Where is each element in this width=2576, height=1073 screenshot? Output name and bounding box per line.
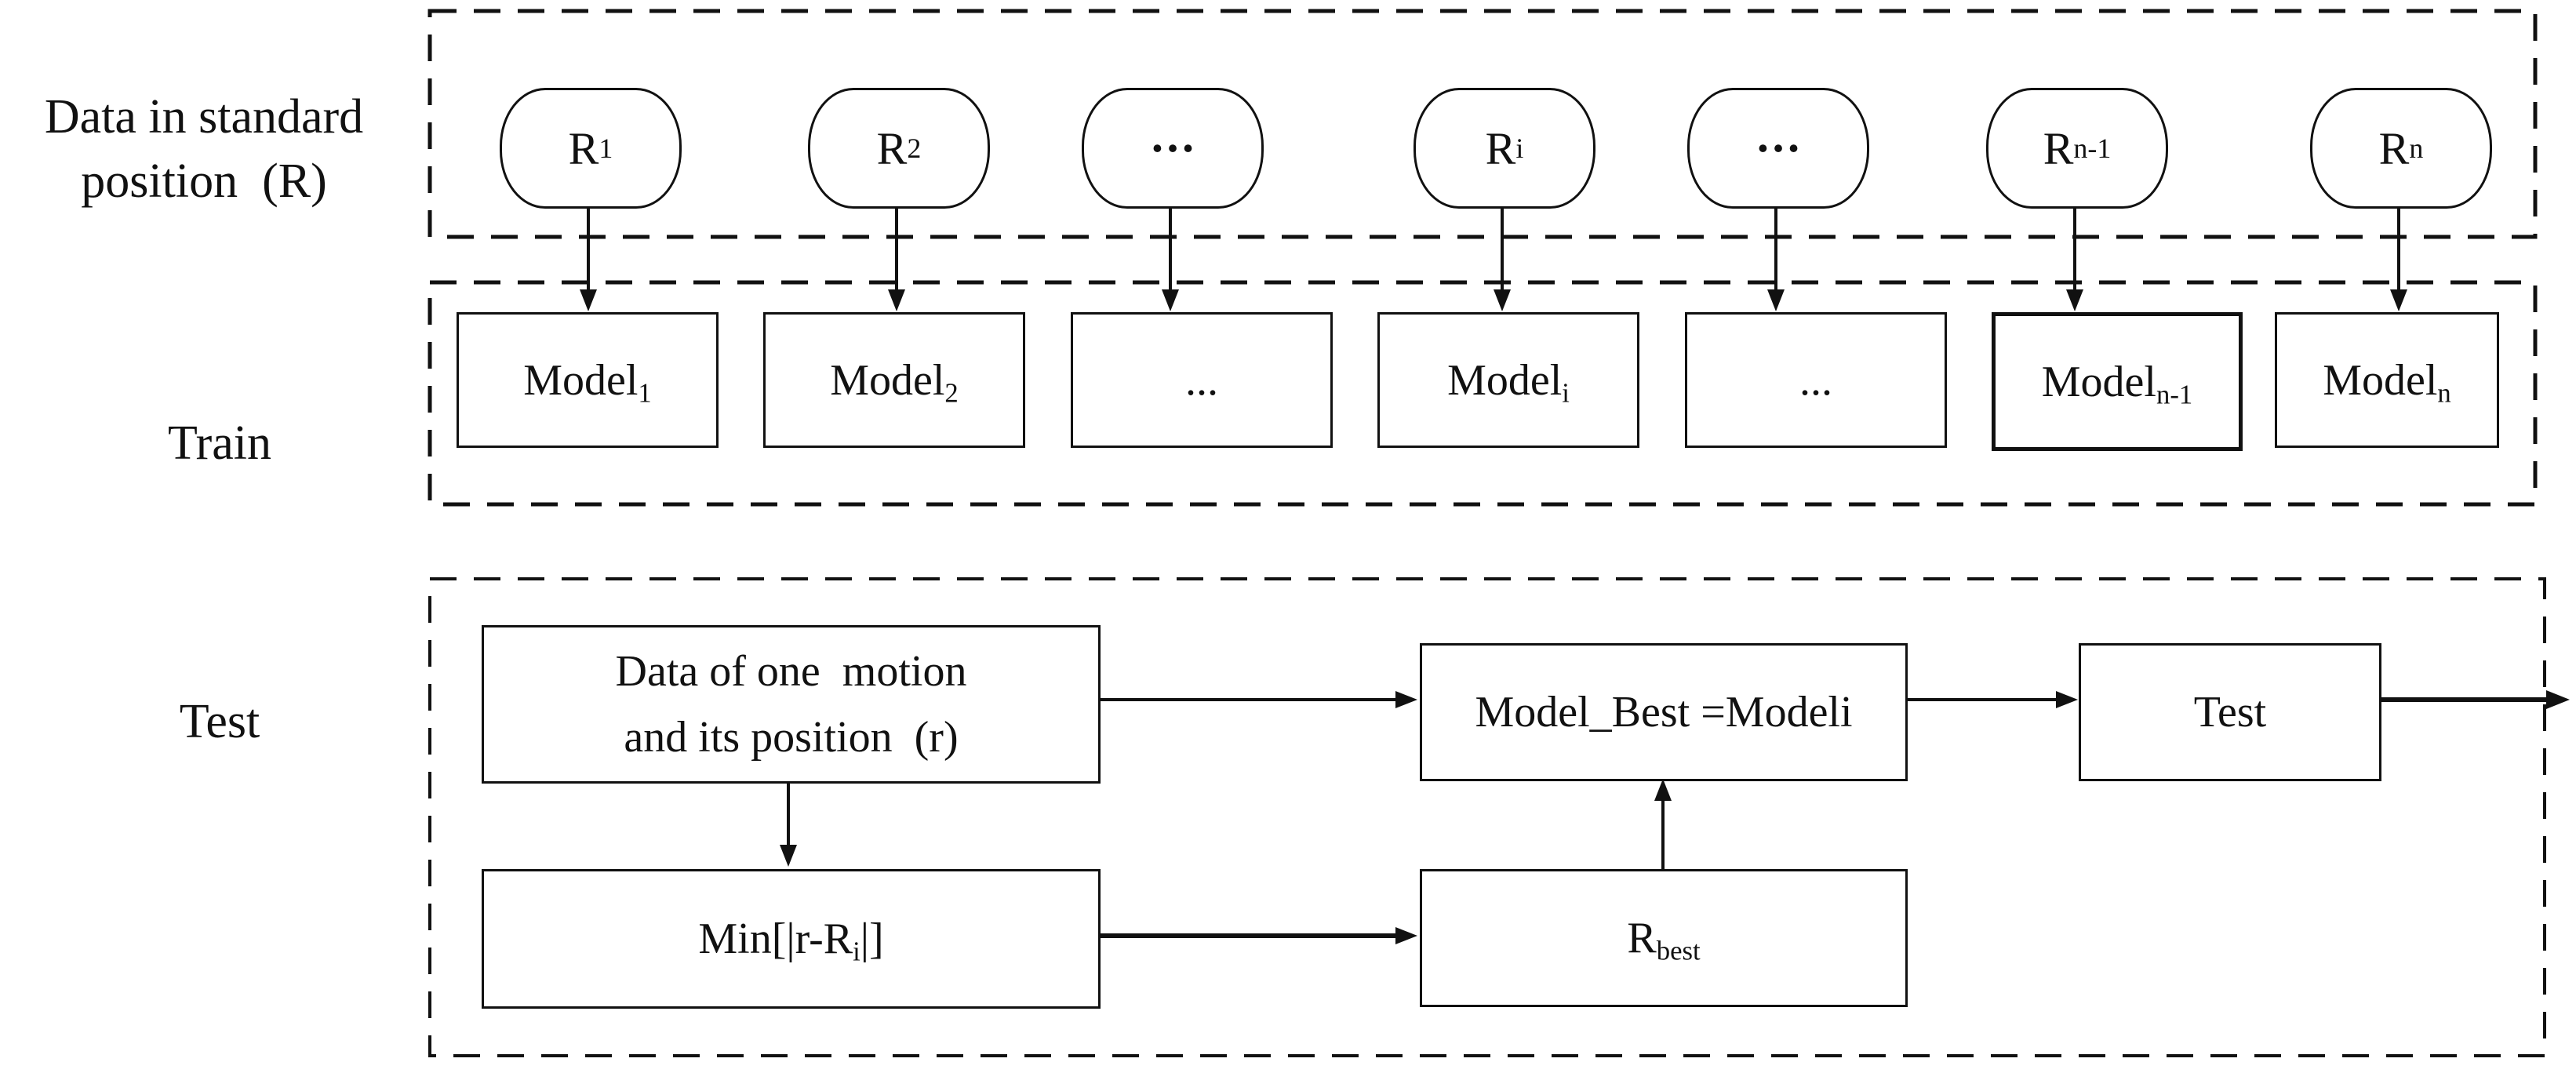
r-best-box: Rbest bbox=[1420, 869, 1908, 1007]
model-best-box: Model_Best =Modeli bbox=[1420, 643, 1908, 781]
model-box-i: Modeli bbox=[1377, 312, 1639, 448]
train-row-label: Train bbox=[167, 416, 272, 470]
train-dashed-frame bbox=[428, 280, 2538, 507]
standard-node-ellipsis: ••• bbox=[1687, 88, 1869, 209]
model-box-ellipsis: ... bbox=[1685, 312, 1947, 448]
test-dashed-frame bbox=[428, 577, 2546, 1057]
min-distance-box: Min[|r-Ri|] bbox=[482, 869, 1101, 1009]
test-data-box: Data of one motion and its position (r) bbox=[482, 625, 1101, 784]
test-row-label: Test bbox=[179, 695, 260, 748]
model-box-ellipsis: ... bbox=[1071, 312, 1333, 448]
standard-node-ellipsis: ••• bbox=[1082, 88, 1264, 209]
test-box: Test bbox=[2079, 643, 2381, 781]
r-to-model-arrows bbox=[580, 206, 2407, 311]
model-box-1: Model1 bbox=[457, 312, 719, 448]
model-box-2: Model2 bbox=[763, 312, 1025, 448]
model-box-n-1: Modeln-1 bbox=[1992, 312, 2243, 451]
test-flow-arrows bbox=[780, 690, 2570, 944]
standard-position-dashed-frame bbox=[428, 9, 2538, 239]
model-box-n: Modeln bbox=[2275, 312, 2499, 448]
